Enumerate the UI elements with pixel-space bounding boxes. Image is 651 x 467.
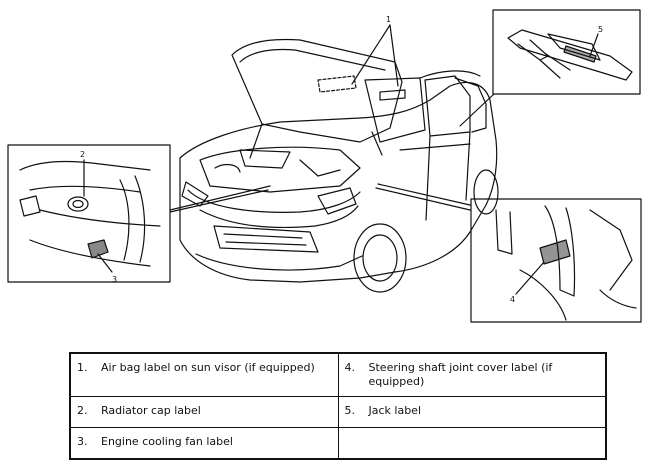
legend-text: Steering shaft joint cover label (if equ… [368,361,553,388]
legend-number: 2. [77,404,88,417]
table-row: 1. Air bag label on sun visor (if equippe… [69,352,607,397]
legend-number: 3. [77,435,88,448]
table-row: 3. Engine cooling fan label [69,427,607,460]
legend-cell: 2. Radiator cap label [69,396,339,428]
label-legend-table: 1. Air bag label on sun visor (if equippe… [69,352,607,460]
legend-cell: 3. Engine cooling fan label [69,427,339,460]
legend-number: 5. [344,404,356,417]
callout-3: 3 [112,275,117,284]
legend-text: Air bag label on sun visor (if equipped) [101,361,315,374]
jack-inset [492,9,641,95]
legend-number: 4. [344,361,356,374]
leader-lines [83,24,599,295]
radiator-inset [7,144,171,283]
legend-text: Radiator cap label [101,404,201,417]
car-drawing [179,38,499,293]
sun-visor-label-marker [317,75,357,93]
callout-1: 1 [386,15,391,24]
table-row: 2. Radiator cap label 5. Jack label [69,396,607,428]
legend-cell: 1. Air bag label on sun visor (if equippe… [69,352,339,397]
callout-2: 2 [80,150,85,159]
legend-number: 1. [77,361,88,374]
vehicle-label-locations-illustration: 1 2 3 4 5 [7,9,642,323]
callout-4: 4 [510,295,515,304]
legend-cell: 5. Jack label [337,396,607,428]
callout-5: 5 [598,25,603,34]
legend-cell-empty [337,427,607,460]
legend-cell: 4. Steering shaft joint cover label (if e… [337,352,607,397]
legend-text: Jack label [368,404,422,417]
steering-shaft-inset [470,198,642,323]
legend-text: Engine cooling fan label [101,435,233,448]
